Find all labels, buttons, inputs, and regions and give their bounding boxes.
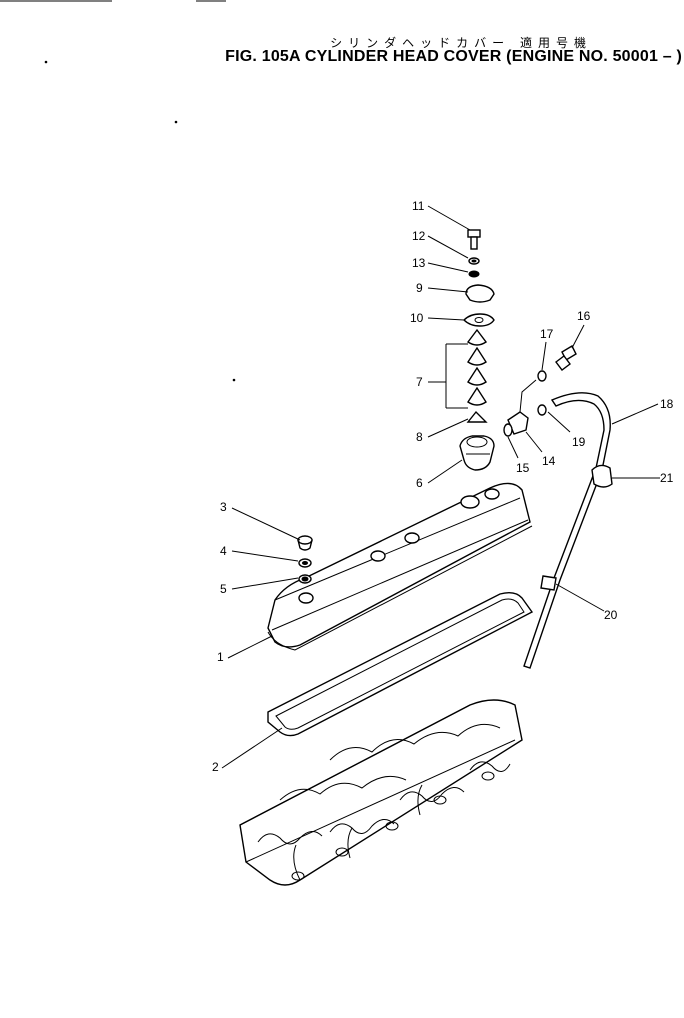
part-12-washer	[468, 257, 480, 265]
cylinder-head-block	[239, 699, 523, 886]
callout-9: 9	[416, 281, 423, 295]
part-10-plate	[463, 313, 495, 327]
scan-speck	[232, 378, 236, 382]
callout-4: 4	[220, 544, 227, 558]
callout-11: 11	[412, 199, 425, 213]
callout-12: 12	[412, 229, 426, 243]
title-english: FIG. 105A CYLINDER HEAD COVER (ENGINE NO…	[225, 48, 682, 65]
callout-1: 1	[217, 650, 224, 664]
callout-14: 14	[542, 454, 556, 468]
callout-13: 13	[412, 256, 426, 270]
scan-speck	[44, 60, 48, 64]
part-8-element	[466, 410, 488, 423]
part-7-element-stack	[466, 328, 488, 406]
callout-10: 10	[410, 311, 424, 325]
part-2-gasket	[267, 591, 534, 737]
callout-3: 3	[220, 500, 227, 514]
part-19-washer	[537, 404, 547, 416]
callout-20: 20	[604, 608, 618, 622]
callout-6: 6	[416, 476, 423, 490]
part-1-head-cover	[267, 482, 533, 651]
callout-2: 2	[212, 760, 219, 774]
part-13-washer	[468, 270, 480, 278]
part-11-bolt	[467, 229, 481, 250]
part-17-washer	[537, 370, 547, 382]
callout-21: 21	[660, 471, 674, 485]
callout-labels: 1 2 3 4 5 6 7 8 9 10 11 12 13 14 15 16 1…	[212, 199, 674, 774]
callout-17: 17	[540, 327, 554, 341]
scan-speck	[174, 120, 178, 124]
callout-5: 5	[220, 582, 227, 596]
callout-18: 18	[660, 397, 674, 411]
part-4-washer	[298, 558, 312, 568]
callout-19: 19	[572, 435, 586, 449]
part-16-bolt	[555, 345, 577, 371]
callout-15: 15	[516, 461, 530, 475]
leader-lines	[221, 205, 660, 769]
part-21-clamp	[591, 464, 613, 488]
part-3-plug	[297, 535, 313, 551]
part-6-breather-body	[459, 435, 495, 471]
part-20-clamp	[540, 575, 557, 591]
part-15-o-ring	[503, 423, 513, 437]
part-5-seal	[298, 574, 312, 584]
title-japanese: シリンダヘッドカバー 適用号機	[330, 36, 592, 50]
part-9-cap	[465, 284, 495, 303]
callout-7: 7	[416, 375, 423, 389]
part-18-guide-tube	[523, 392, 611, 669]
callout-8: 8	[416, 430, 423, 444]
callout-16: 16	[577, 309, 591, 323]
part-14-bracket	[507, 379, 537, 435]
